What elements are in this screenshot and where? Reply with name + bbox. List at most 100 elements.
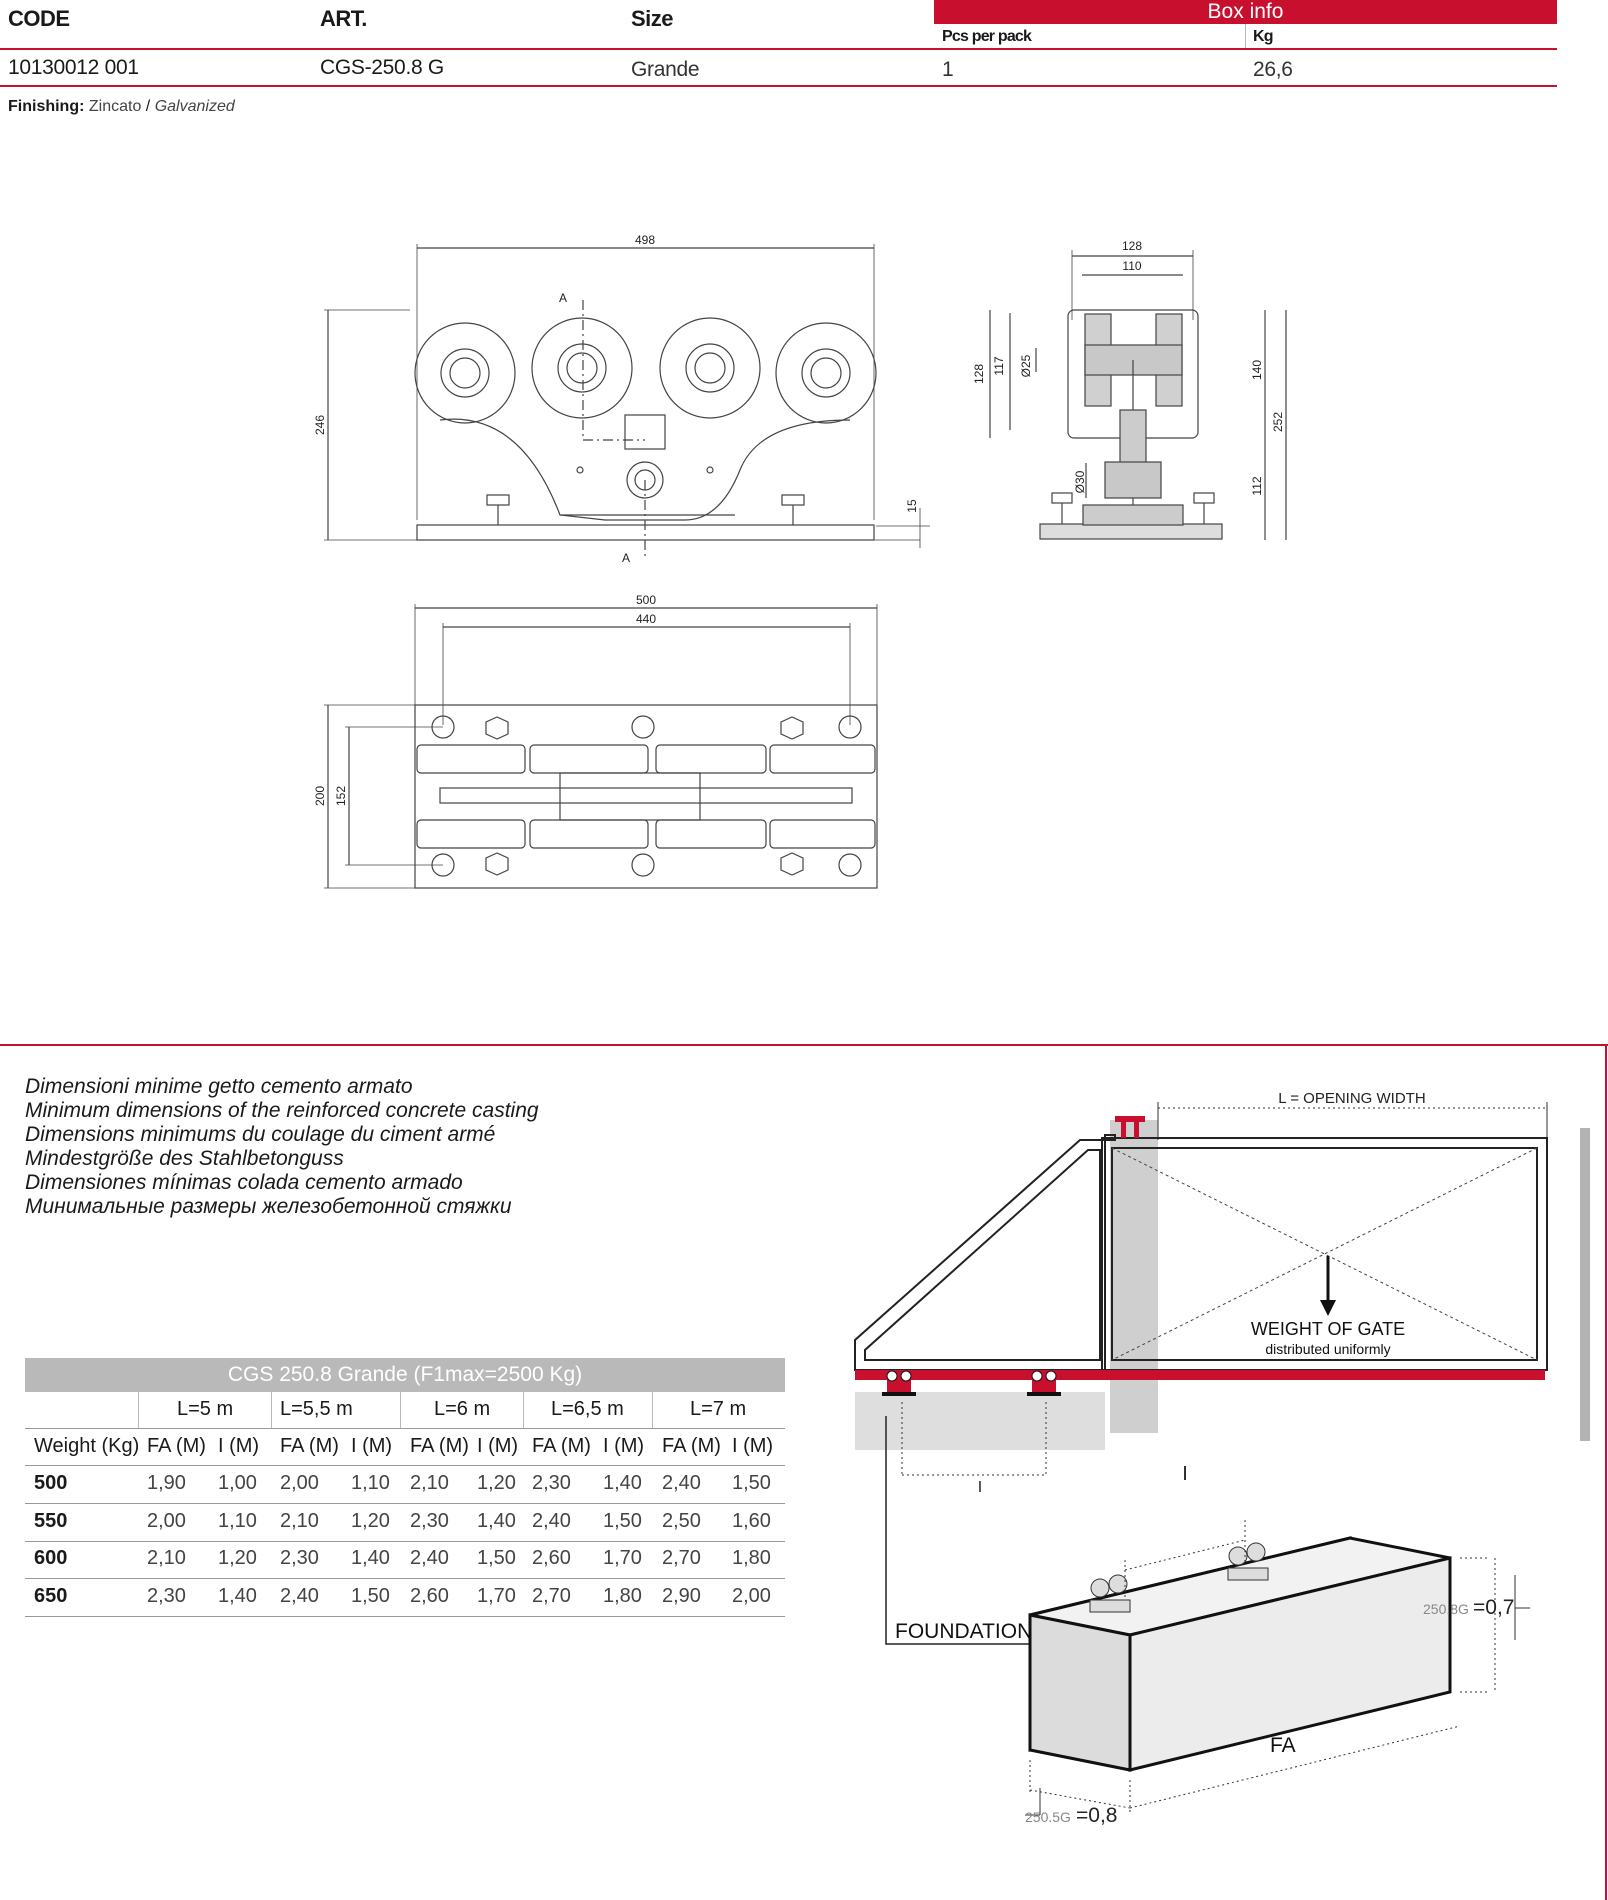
product-kg: 26,6 (1253, 58, 1293, 81)
fa-value-cell: 2,40 (410, 1547, 449, 1569)
dim-side-d25: Ø25 (1019, 354, 1033, 377)
intro-line-it: Dimensioni minime getto cemento armato (25, 1075, 413, 1098)
front-view-drawing (324, 244, 930, 560)
section-label-top: A (559, 291, 567, 305)
i-value-cell: 1,20 (218, 1547, 257, 1569)
fa-header: FA (M) (147, 1435, 206, 1457)
length-header: L=5 m (177, 1398, 234, 1420)
length-header: L=7 m (690, 1398, 747, 1420)
weight-header: Weight (Kg) (34, 1435, 140, 1457)
fa-value-cell: 2,00 (147, 1509, 186, 1532)
finishing-value-en: Galvanized (154, 98, 235, 115)
gate-diagram: L = OPENING WIDTH WEIGHT OF GATE distrib… (854, 1090, 1590, 1827)
fa-value-cell: 2,30 (280, 1547, 319, 1569)
depth-code-b: 250.5G (1025, 1809, 1071, 1825)
i-value-cell: 1,40 (351, 1547, 390, 1569)
i-header: I (M) (732, 1435, 774, 1457)
dim-side-128-h: 128 (972, 364, 986, 384)
fa-value-cell: 2,10 (410, 1472, 449, 1494)
intro-line-fr: Dimensions minimums du coulage du ciment… (25, 1123, 496, 1146)
fa-value-cell: 2,60 (410, 1584, 449, 1607)
fa-value-cell: 2,10 (280, 1509, 319, 1532)
top-view-drawing (324, 604, 878, 889)
header-rule (0, 48, 1557, 50)
size-header: Size (631, 6, 674, 31)
fa-value-cell: 2,60 (532, 1547, 571, 1569)
fa-value-cell: 2,40 (280, 1584, 319, 1607)
dim-side-117: 117 (992, 356, 1006, 375)
table-title: CGS 250.8 Grande (F1max=2500 Kg) (25, 1358, 785, 1392)
i-value-cell: 1,80 (603, 1584, 642, 1607)
section-right-rule (1605, 1044, 1607, 1900)
i-value-cell: 1,00 (218, 1472, 257, 1494)
finishing-sep: / (141, 98, 155, 115)
weight-cell: 600 (34, 1547, 68, 1569)
dim-side-d30: Ø30 (1073, 470, 1087, 493)
i-value-cell: 1,50 (477, 1547, 516, 1569)
fa-value-cell: 2,30 (410, 1509, 449, 1532)
intro-line-es: Dimensiones mínimas colada cemento armad… (25, 1171, 463, 1194)
depth-value-b: =0,8 (1076, 1804, 1117, 1827)
fa-value-cell: 2,40 (662, 1472, 701, 1494)
fa-header: FA (M) (662, 1435, 721, 1457)
i-header: I (M) (218, 1435, 260, 1457)
fa-header: FA (M) (280, 1435, 339, 1457)
i-value-cell: 1,70 (477, 1584, 516, 1607)
i-value-cell: 1,10 (218, 1509, 257, 1532)
foundation-label: FOUNDATION (895, 1620, 1032, 1643)
kg-header: Kg (1253, 28, 1274, 45)
dim-top-440: 440 (636, 612, 656, 626)
dim-498: 498 (635, 233, 655, 247)
fa-value-cell: 2,70 (662, 1547, 701, 1569)
weight-cell: 500 (34, 1472, 68, 1494)
distributed-uniformly-label: distributed uniformly (1265, 1341, 1390, 1357)
i-value-cell: 1,40 (477, 1509, 516, 1532)
finishing-value-it: Zincato (88, 98, 142, 115)
i-value-cell: 1,50 (732, 1472, 771, 1494)
product-pcs: 1 (942, 58, 954, 81)
fa-label: FA (1270, 1734, 1296, 1757)
i-value-cell: 1,40 (603, 1472, 642, 1494)
fa-value-cell: 2,70 (532, 1584, 571, 1607)
dim-top-200: 200 (313, 786, 327, 806)
section-top-rule (0, 1044, 1608, 1046)
i-value-cell: 1,10 (351, 1472, 390, 1494)
intro-text: Dimensioni minime getto cemento armato M… (25, 1075, 539, 1219)
table-length-header-row: L=5 m L=5,5 m L=6 m L=6,5 m L=7 m (25, 1392, 785, 1429)
header-divider (1245, 24, 1246, 48)
pcs-per-pack-header: Pcs per pack (942, 28, 1032, 45)
fa-value-cell: 2,30 (532, 1472, 571, 1494)
i-value-cell: 2,00 (732, 1584, 771, 1607)
dim-side-128-w: 128 (1122, 239, 1142, 253)
i-header: I (M) (603, 1435, 645, 1457)
i-value-cell: 1,40 (218, 1584, 257, 1607)
dim-side-110: 110 (1122, 259, 1141, 273)
dim-top-152: 152 (334, 786, 348, 806)
i-value-cell: 1,50 (351, 1584, 390, 1607)
weight-cell: 550 (34, 1509, 68, 1532)
intro-line-de: Mindestgröße des Stahlbetonguss (25, 1147, 344, 1170)
weight-cell: 650 (34, 1584, 68, 1607)
box-info-header: Box info (934, 0, 1557, 24)
intro-line-ru: Минимальные размеры железобетонной стяжк… (25, 1195, 512, 1218)
i-value-cell: 1,20 (351, 1509, 390, 1532)
opening-width-label: L = OPENING WIDTH (1278, 1090, 1425, 1107)
row-rule (0, 85, 1557, 87)
fa-value-cell: 2,50 (662, 1509, 701, 1532)
length-header: L=6 m (434, 1398, 491, 1420)
table-column-header-row: Weight (Kg) FA (M) I (M) FA (M) I (M) FA… (25, 1429, 785, 1466)
depth-value-a: =0,7 (1473, 1596, 1514, 1619)
i-header: I (M) (351, 1435, 393, 1457)
side-view-drawing (989, 250, 1287, 540)
code-header: CODE (8, 6, 70, 31)
dim-top-500: 500 (636, 593, 656, 607)
technical-drawings: 498 246 15 A A 128 110 128 117 Ø25 Ø30 1… (313, 233, 1287, 889)
i-dimension-label-foundation: I (1182, 1463, 1188, 1485)
product-size: Grande (631, 58, 700, 81)
product-code: 10130012 001 (8, 56, 139, 79)
i-value-cell: 1,60 (732, 1509, 771, 1532)
dim-side-252: 252 (1271, 412, 1285, 432)
